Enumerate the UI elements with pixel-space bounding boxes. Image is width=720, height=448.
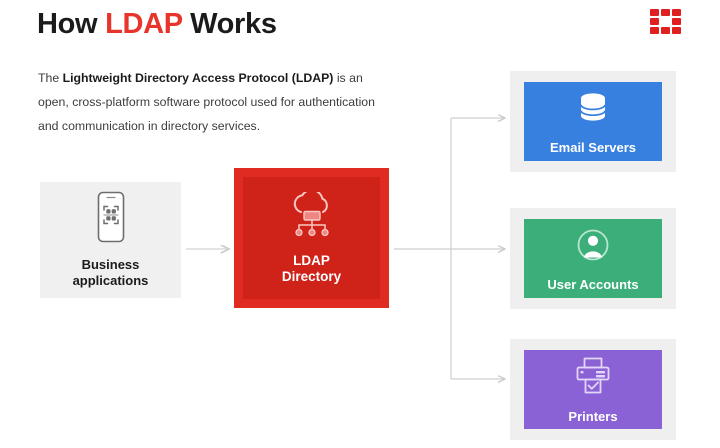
- node-email-servers[interactable]: Email Servers: [524, 82, 662, 161]
- logo-block: [672, 9, 681, 16]
- node-printers-label: Printers: [568, 408, 618, 424]
- frame-email-servers: Email Servers: [510, 71, 676, 172]
- intro-text-bold: Lightweight Directory Access Protocol (L…: [62, 71, 334, 85]
- intro-text-before: The: [38, 71, 63, 85]
- node-user-accounts[interactable]: User Accounts: [524, 219, 662, 298]
- logo-block: [650, 27, 659, 34]
- ldap-inner-panel: [243, 177, 380, 299]
- frame-printers: Printers: [510, 339, 676, 440]
- cloud-directory-tree-icon: [285, 188, 339, 243]
- red-grid-logo: [650, 9, 682, 34]
- logo-block: [650, 9, 659, 16]
- page-title-prefix: How: [37, 8, 106, 40]
- page-title: How LDAP Works: [37, 8, 277, 41]
- label-line-1: Business: [81, 257, 140, 272]
- page-title-suffix: Works: [182, 8, 277, 40]
- node-email-servers-label: Email Servers: [549, 139, 636, 155]
- logo-block: [650, 18, 659, 25]
- frame-user-accounts: User Accounts: [510, 208, 676, 309]
- printer-icon: [572, 356, 614, 401]
- label-line-2: applications: [72, 273, 149, 288]
- label-line-2: Directory: [281, 268, 342, 284]
- node-printers[interactable]: Printers: [524, 350, 662, 429]
- logo-block: [661, 27, 670, 34]
- intro-text-after: is an open, cross-platform software prot…: [38, 71, 375, 133]
- logo-block: [661, 9, 670, 16]
- logo-block: [672, 27, 681, 34]
- page-title-accent: LDAP: [105, 8, 183, 40]
- user-circle-icon: [574, 226, 612, 269]
- intro-paragraph: The Lightweight Directory Access Protoco…: [38, 66, 388, 138]
- logo-block-empty: [661, 18, 670, 25]
- database-cylinder-icon: [574, 89, 612, 132]
- label-line-1: LDAP: [293, 252, 330, 268]
- logo-block: [672, 18, 681, 25]
- mobile-scan-icon: [94, 191, 128, 248]
- node-user-accounts-label: User Accounts: [547, 276, 639, 292]
